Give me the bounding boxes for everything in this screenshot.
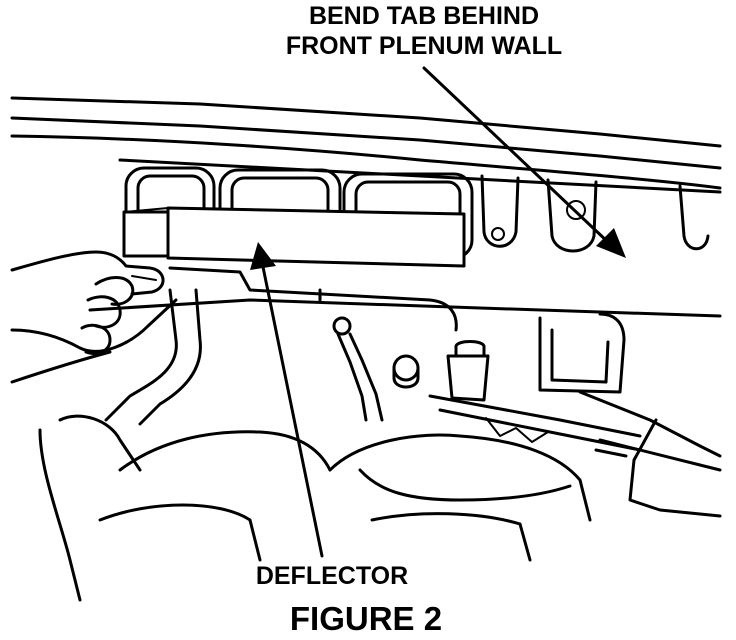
bend-tab-leader-arrow — [422, 66, 626, 258]
deflector — [122, 206, 466, 268]
plenum-tabs — [480, 174, 710, 253]
intake-manifold — [38, 414, 722, 602]
bend-tab-callout-line2: FRONT PLENUM WALL — [286, 32, 562, 60]
deflector-callout: DEFLECTOR — [256, 562, 408, 590]
plenum-panel — [10, 96, 722, 318]
deflector-leader-arrow — [250, 242, 324, 558]
engine-bay — [104, 266, 722, 518]
hand — [10, 250, 178, 384]
figure-caption: FIGURE 2 — [290, 600, 442, 637]
bend-tab-callout-line1: BEND TAB BEHIND — [309, 2, 539, 30]
